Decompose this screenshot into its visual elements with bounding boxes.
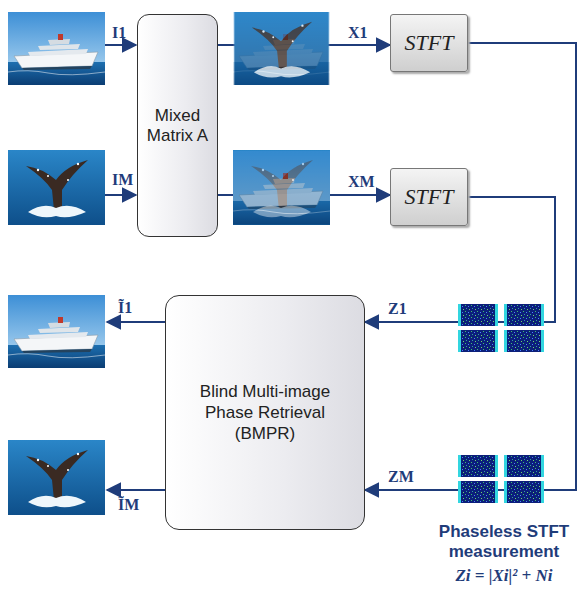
signal-label: I1 (112, 24, 126, 42)
formula-text: Zi = |Xi|² + Ni (430, 566, 578, 586)
input-images-part (8, 12, 105, 85)
input-images (8, 12, 105, 225)
mixed-images (233, 12, 330, 225)
input-arrows-part (105, 44, 136, 46)
spectrogram-tiles-part (504, 304, 544, 326)
signal-label: Ĩ1 (118, 299, 132, 317)
node-label: Mixed Matrix A (144, 106, 211, 146)
caption-text: Phaseless STFT measurement (430, 522, 578, 562)
spectrogram-tiles-part (458, 481, 498, 503)
mixed-images-part (233, 150, 330, 225)
output-images-part (8, 440, 105, 515)
input-arrows (105, 45, 136, 195)
signal-label: IM (112, 171, 133, 189)
node-label: Blind Multi-image Phase Retrieval (BMPR) (176, 381, 354, 445)
signal-label: ZM (388, 468, 414, 486)
spectrogram-tiles-part (504, 455, 544, 477)
signal-label: XM (348, 173, 375, 191)
spectrogram-tiles-part (458, 330, 498, 352)
stft-box: STFT (390, 14, 468, 72)
signal-label: Z1 (388, 300, 407, 318)
mixed-images-part (233, 12, 330, 85)
output-images (8, 295, 105, 515)
spectrogram-tiles (458, 304, 544, 503)
spectrogram-tiles-part (504, 330, 544, 352)
node-label: STFT (405, 30, 454, 56)
output-images-part (8, 295, 105, 368)
signal-connector (365, 43, 576, 490)
output-arrows (107, 322, 165, 490)
mixed-images-part (233, 151, 330, 224)
input-arrows-part (105, 194, 136, 196)
output-arrows-part (107, 489, 165, 491)
bmpr-box: Blind Multi-image Phase Retrieval (BMPR) (165, 295, 365, 530)
spectrogram-tiles-part (504, 481, 544, 503)
matrix-box: Mixed Matrix A (137, 14, 218, 237)
input-images-part (8, 150, 105, 225)
signal-label: X1 (348, 24, 368, 42)
spectrogram-tiles-part (458, 304, 498, 326)
signal-label: ĨM (118, 496, 139, 514)
output-arrows-part (107, 321, 165, 323)
spectrogram-tiles-part (458, 455, 498, 477)
stft-box: STFT (390, 168, 468, 226)
node-label: STFT (405, 184, 454, 210)
